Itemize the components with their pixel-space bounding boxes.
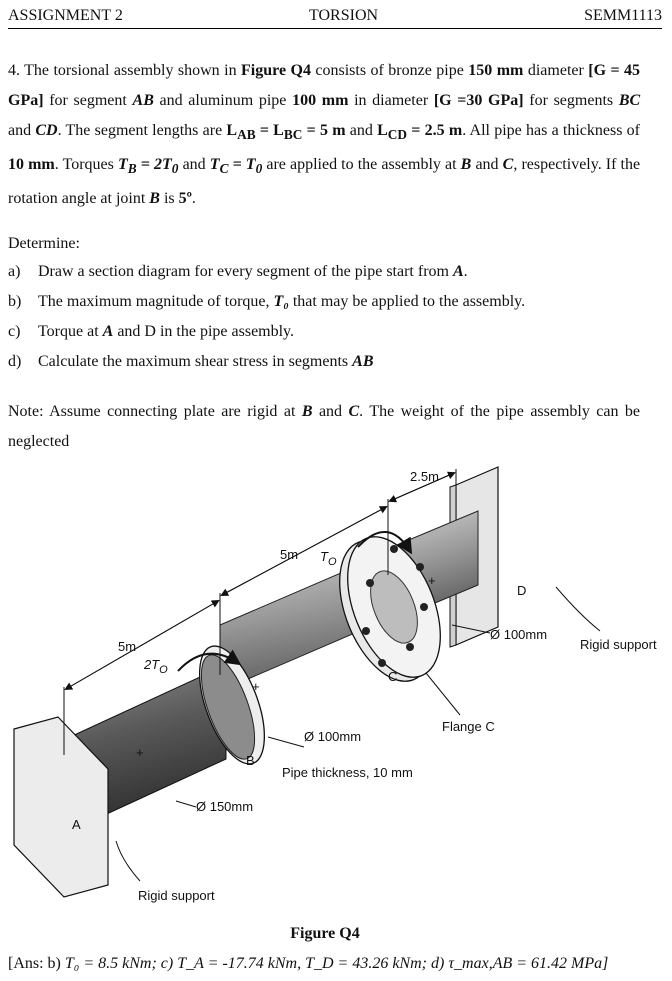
label-a: A	[72, 817, 81, 832]
note-text: Note: Assume connecting plate are rigid …	[8, 403, 641, 450]
determine-heading: Determine:	[8, 235, 80, 252]
svg-text:+: +	[428, 573, 436, 588]
flange-c-label: Flange C	[442, 719, 495, 734]
answer-line: [Ans: b) T₀ = 8.5 kNm; c) T_A = -17.74 k…	[8, 955, 609, 972]
label-d: D	[517, 583, 526, 598]
rigid-support-left-label: Rigid support	[138, 888, 215, 903]
torque-b-label: 2TO	[143, 657, 168, 676]
figure-q4: + + + A B C D 5m 5m 2.5m 2TO TO Ø 150mm …	[13, 466, 657, 903]
dim-ab: 5m	[118, 639, 136, 654]
label-b: B	[246, 753, 255, 768]
dia-bc-label: Ø 100mm	[304, 729, 361, 744]
label-c: C	[388, 669, 397, 684]
torque-arrow-b	[177, 649, 242, 672]
flange-b	[198, 645, 266, 765]
dimension-lines	[63, 469, 457, 755]
rigid-plate-left	[13, 716, 109, 898]
header-right: SEMM1113	[584, 7, 662, 24]
svg-text:+: +	[136, 745, 144, 760]
dia-ab-label: Ø 150mm	[196, 799, 253, 814]
figure-reference: Figure Q4	[241, 62, 311, 79]
header-center: TORSION	[309, 7, 379, 24]
pipe-thickness-label: Pipe thickness, 10 mm	[282, 765, 413, 780]
torque-arrow-c	[357, 530, 413, 555]
dim-cd: 2.5m	[410, 469, 439, 484]
page-header: ASSIGNMENT 2 TORSION SEMM1113	[8, 6, 662, 29]
torque-c-label: TO	[320, 549, 337, 568]
svg-text:+: +	[252, 679, 260, 694]
flange-c	[339, 536, 441, 682]
dia-cd-label: Ø 100mm	[490, 627, 547, 642]
rigid-support-right-label: Rigid support	[580, 637, 657, 652]
figure-caption: Figure Q4	[290, 925, 360, 942]
header-left: ASSIGNMENT 2	[8, 7, 123, 24]
question-text: 4. The torsional assembly shown in Figur…	[8, 62, 641, 208]
dim-bc: 5m	[280, 547, 298, 562]
